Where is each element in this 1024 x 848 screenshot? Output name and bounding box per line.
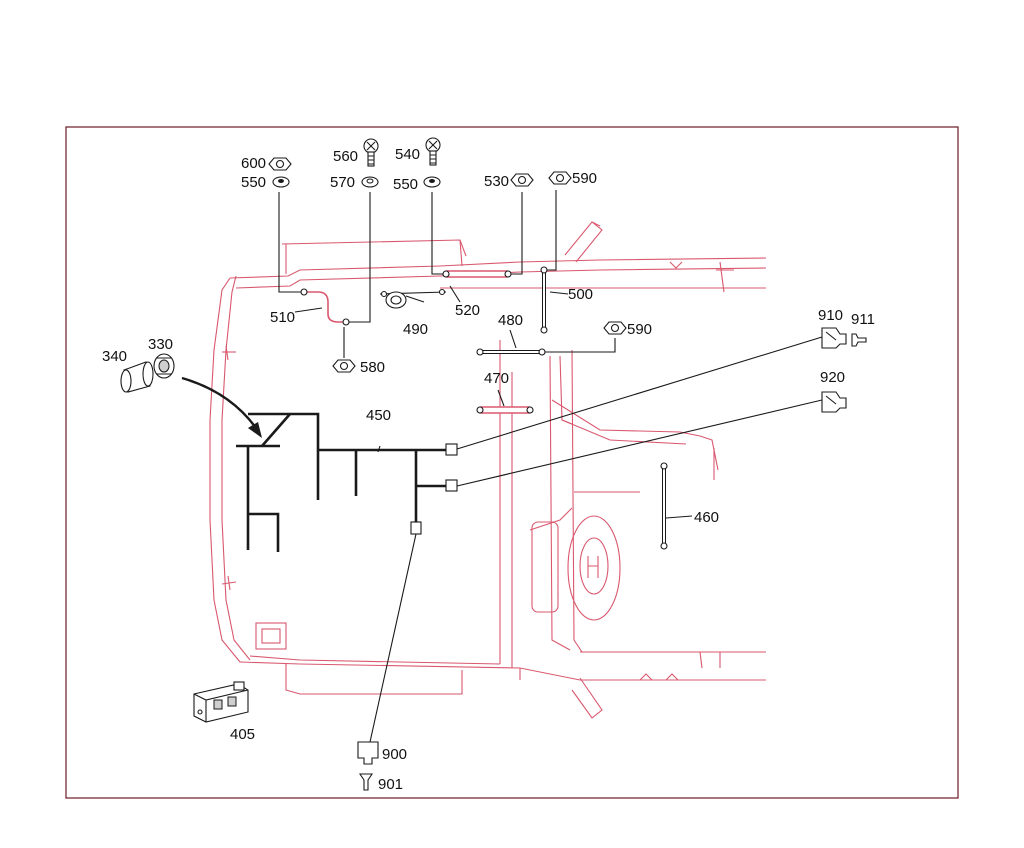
label-330: 330	[148, 336, 173, 353]
label-500: 500	[568, 286, 593, 303]
bushing-340	[120, 361, 154, 393]
label-450: 450	[366, 407, 391, 424]
label-590-top: 590	[572, 170, 597, 187]
screw-540	[425, 137, 441, 166]
label-590-mid: 590	[627, 321, 652, 338]
grommet-330	[153, 353, 175, 379]
bracket-510	[304, 291, 346, 323]
rod-460	[660, 462, 668, 550]
label-910: 910	[818, 307, 843, 324]
label-530: 530	[484, 173, 509, 190]
leader-lines	[278, 190, 823, 743]
nut-600	[268, 157, 292, 171]
label-580: 580	[360, 359, 385, 376]
label-560: 560	[333, 148, 358, 165]
connector-900	[357, 741, 379, 765]
label-600: 600	[241, 155, 266, 172]
label-490: 490	[403, 321, 428, 338]
screw-560	[363, 138, 379, 167]
vehicle-body-outline	[209, 221, 767, 719]
mounting-arrow	[181, 376, 262, 438]
harness-connector	[445, 479, 458, 492]
harness-connector	[445, 443, 458, 456]
label-520: 520	[455, 302, 480, 319]
rod-480	[476, 348, 546, 356]
label-570: 570	[330, 174, 355, 191]
label-460: 460	[694, 509, 719, 526]
wiring-harness	[236, 412, 446, 552]
washer-570	[361, 176, 379, 188]
nut-530	[510, 173, 534, 187]
strap-520	[442, 270, 512, 278]
label-911: 911	[851, 311, 875, 328]
label-470: 470	[484, 370, 509, 387]
mount-hole	[342, 318, 350, 326]
label-900: 900	[382, 746, 407, 763]
nut-590-mid	[603, 321, 627, 335]
label-480: 480	[498, 312, 523, 329]
label-901: 901	[378, 776, 403, 793]
label-920: 920	[820, 369, 845, 386]
label-550-left: 550	[241, 174, 266, 191]
label-550-right: 550	[393, 176, 418, 193]
label-405: 405	[230, 726, 255, 743]
nut-580	[332, 359, 356, 373]
washer-550-right	[423, 176, 441, 188]
mount-hole	[300, 288, 308, 296]
label-540: 540	[395, 146, 420, 163]
washer-550-left	[272, 176, 290, 188]
label-340: 340	[102, 348, 127, 365]
connector-920	[821, 391, 847, 413]
relay-box-405	[193, 681, 249, 723]
nut-590-top	[548, 171, 572, 185]
terminal-901	[358, 773, 374, 791]
clamp-490	[379, 288, 447, 309]
label-510: 510	[270, 309, 295, 326]
harness-connector	[410, 521, 422, 535]
rod-470	[476, 406, 534, 414]
connector-910	[821, 327, 847, 349]
diagram-frame	[65, 126, 959, 799]
rod-500	[540, 266, 548, 334]
terminal-911	[851, 333, 867, 347]
